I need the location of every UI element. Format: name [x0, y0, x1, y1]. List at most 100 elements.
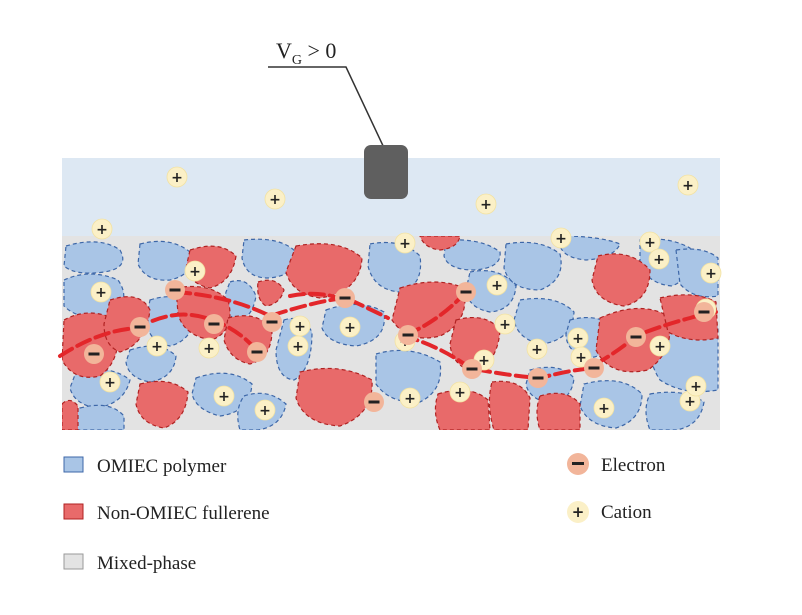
cation: + [166, 166, 188, 188]
svg-text:+: + [598, 401, 610, 417]
domain-blobs [62, 236, 719, 430]
svg-text:+: + [555, 231, 567, 247]
electron [694, 302, 714, 322]
svg-text:+: + [203, 341, 215, 357]
legend-swatch-polymer [63, 456, 84, 473]
fullerene-domain [419, 236, 461, 251]
cation: + [648, 248, 670, 270]
svg-text:+: + [95, 285, 107, 301]
svg-text:+: + [690, 379, 702, 395]
gate-wire [268, 66, 386, 151]
electron [528, 368, 548, 388]
cation: + [685, 375, 707, 397]
svg-text:+: + [344, 320, 356, 336]
cation: + [639, 231, 661, 253]
fullerene-domain [488, 380, 531, 430]
legend-cation-symbol: + [567, 501, 589, 523]
svg-text:+: + [682, 178, 694, 194]
cation: + [399, 387, 421, 409]
electron [335, 288, 355, 308]
polymer-domain [503, 241, 562, 291]
fullerene-domain [285, 243, 363, 299]
cation: + [394, 232, 416, 254]
cation: + [526, 338, 548, 360]
cation: + [475, 193, 497, 215]
fullerene-domain [257, 279, 285, 307]
polymer-domain [137, 240, 192, 281]
svg-text:+: + [96, 222, 108, 238]
electron [584, 358, 604, 378]
svg-text:+: + [575, 350, 587, 366]
polymer-domain [443, 239, 501, 271]
cation: + [486, 274, 508, 296]
cation: + [198, 337, 220, 359]
particle-layer: ++++++++++++++++++++++++++++++++++ [84, 166, 722, 421]
cation: + [449, 381, 471, 403]
svg-text:+: + [480, 197, 492, 213]
cation: + [494, 313, 516, 335]
svg-text:+: + [499, 317, 511, 333]
svg-text:+: + [399, 236, 411, 252]
cation: + [99, 371, 121, 393]
legend-electron-symbol [567, 453, 589, 475]
cation: + [339, 316, 361, 338]
cation: + [550, 227, 572, 249]
gate-electrode [364, 145, 408, 199]
electron [247, 342, 267, 362]
cation: + [593, 397, 615, 419]
svg-text:+: + [684, 394, 696, 410]
cation: + [289, 315, 311, 337]
cation: + [213, 385, 235, 407]
electron [84, 344, 104, 364]
legend-swatch-fullerene [63, 503, 84, 520]
legend-label-polymer: OMIEC polymer [97, 456, 227, 477]
legend-label-mixed: Mixed-phase [97, 553, 196, 574]
electron-path [402, 334, 596, 381]
svg-text:+: + [478, 353, 490, 369]
svg-text:+: + [705, 266, 717, 282]
cation: + [254, 399, 276, 421]
legend-label-electron: Electron [601, 455, 666, 476]
svg-text:+: + [531, 342, 543, 358]
electron-path [174, 290, 390, 320]
cation: + [700, 262, 722, 284]
polymer-domain [675, 248, 719, 298]
legend: OMIEC polymer Non-OMIEC fullerene Mixed-… [63, 453, 666, 574]
svg-text:+: + [104, 375, 116, 391]
polymer-domain [63, 241, 124, 274]
gate-voltage-label: VG > 0 [276, 38, 336, 68]
polymer-domain [513, 297, 575, 345]
cation: + [287, 335, 309, 357]
svg-text:+: + [491, 278, 503, 294]
cation: + [90, 281, 112, 303]
svg-text:+: + [151, 339, 163, 355]
cation: + [146, 335, 168, 357]
legend-label-cation: Cation [601, 502, 652, 523]
electron [456, 282, 476, 302]
fullerene-domain [536, 392, 581, 430]
legend-label-fullerene: Non-OMIEC fullerene [97, 503, 270, 524]
fullerene-domain [103, 296, 151, 353]
electron [364, 392, 384, 412]
fullerene-domain [295, 367, 373, 427]
svg-text:+: + [572, 503, 585, 521]
legend-swatch-mixed [63, 553, 84, 570]
polymer-domain [375, 349, 442, 403]
cation: + [91, 218, 113, 240]
polymer-domain [69, 404, 125, 430]
svg-text:+: + [644, 235, 656, 251]
svg-text:+: + [653, 252, 665, 268]
electron [398, 325, 418, 345]
svg-text:+: + [454, 385, 466, 401]
cation: + [184, 260, 206, 282]
fullerene-domain [591, 253, 651, 307]
electron [262, 312, 282, 332]
electron [462, 359, 482, 379]
electron [130, 317, 150, 337]
cation: + [567, 327, 589, 349]
svg-text:+: + [259, 403, 271, 419]
polymer-domain [125, 345, 177, 383]
fullerene-domain [62, 399, 79, 430]
electron [626, 327, 646, 347]
